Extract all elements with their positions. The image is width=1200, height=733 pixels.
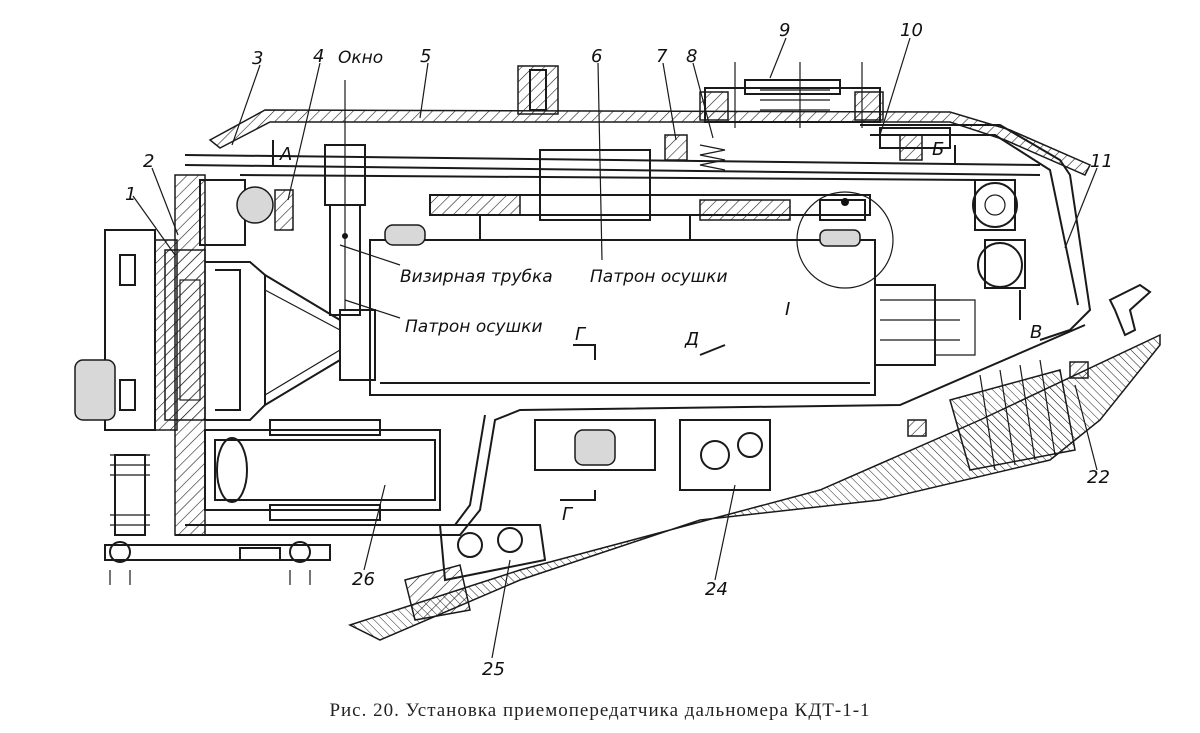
linkage-rod <box>104 454 331 585</box>
label-8: 8 <box>686 46 697 67</box>
label-window: Окно <box>338 48 383 68</box>
part-number-labels: 1 2 3 4 5 6 7 8 9 10 11 22 24 25 26 <box>125 20 1113 680</box>
label-3: 3 <box>252 48 263 69</box>
annotation-labels: Окно Визирная трубка Патрон осушки Патро… <box>279 48 1042 525</box>
label-sighting-tube: Визирная трубка <box>400 267 553 287</box>
label-2: 2 <box>143 151 154 172</box>
label-9: 9 <box>779 20 790 41</box>
figure-caption: Рис. 20. Установка приемопередатчика дал… <box>329 700 871 721</box>
label-22: 22 <box>1087 467 1110 488</box>
detail-circle-I <box>796 191 894 289</box>
label-section-g-bottom: Г <box>562 504 574 525</box>
label-section-v: В <box>1030 322 1042 343</box>
label-section-b: Б <box>932 139 944 160</box>
carriage-6 <box>384 149 871 247</box>
label-7: 7 <box>656 46 668 67</box>
window-assembly-9 <box>699 62 884 128</box>
mounting-plate <box>348 333 1161 641</box>
label-section-g-top: Г <box>575 324 587 345</box>
label-section-d: Д <box>684 329 699 350</box>
label-11: 11 <box>1090 151 1113 172</box>
label-24: 24 <box>705 579 728 600</box>
spring-8 <box>664 134 923 171</box>
label-25: 25 <box>482 659 505 680</box>
label-10: 10 <box>900 20 923 41</box>
leader-lines <box>132 37 1098 659</box>
label-1: 1 <box>125 184 136 205</box>
label-drying-cartridge-2: Патрон осушки <box>405 317 543 337</box>
top-fitting <box>517 65 559 115</box>
lens-barrel <box>164 249 341 421</box>
label-4: 4 <box>313 46 324 67</box>
housing-cover <box>184 109 1092 181</box>
lower-housing <box>175 324 1086 536</box>
insert-block-22 <box>907 359 1089 471</box>
label-detail-I: I <box>785 299 790 320</box>
label-26: 26 <box>352 569 375 590</box>
section-arrows <box>272 140 1021 501</box>
label-drying-cartridge-1: Патрон осушки <box>590 267 728 287</box>
bracket-block <box>534 419 771 491</box>
sighting-tube <box>324 80 366 316</box>
label-section-a: А <box>279 144 292 165</box>
rear-housing <box>860 124 1152 341</box>
label-5: 5 <box>420 46 431 67</box>
label-6: 6 <box>591 46 602 67</box>
